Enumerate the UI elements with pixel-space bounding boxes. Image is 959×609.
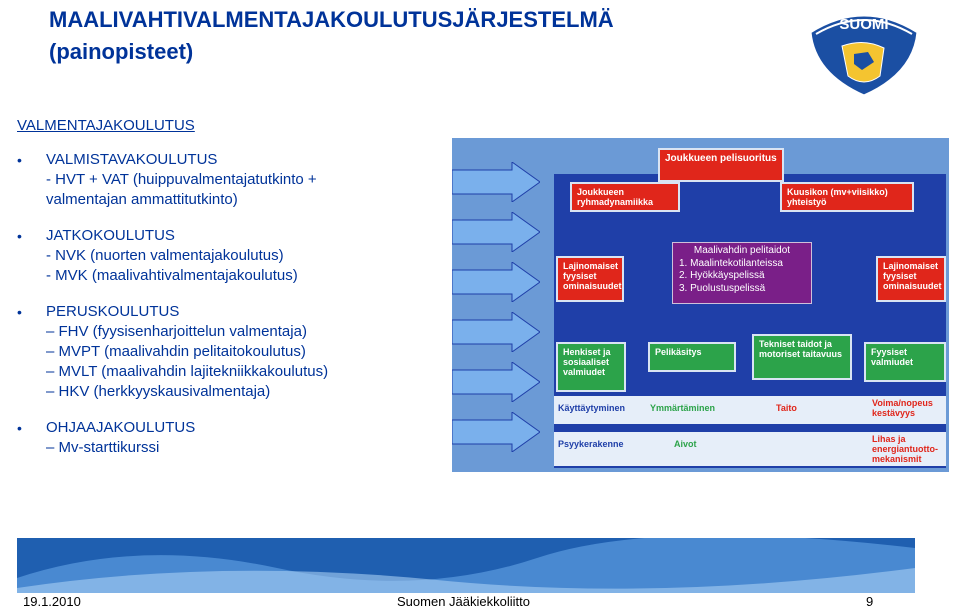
arrow-icon <box>452 212 540 252</box>
outline-group-perus: • PERUSKOULUTUS – FHV (fyysisenharjoitte… <box>17 302 457 402</box>
footer-banner <box>17 538 915 593</box>
arrow-icon <box>452 162 540 202</box>
footer-page-number: 9 <box>866 594 874 609</box>
box-lajinomaiset-right: Lajinomaiset fyysiset ominaisuudet <box>876 256 946 302</box>
box-ryhmadynamiikka: Joukkueen ryhmadynamiikka <box>570 182 680 212</box>
band-label: Lihas ja energiantuotto-mekanismit <box>872 434 938 464</box>
group-line: - NVK (nuorten valmentajakoulutus) <box>46 247 284 264</box>
group-line: MVPT (maalivahdin pelitaitokoulutus) <box>58 343 306 360</box>
bullet-icon: • <box>17 304 22 320</box>
band-label: Psyykerakenne <box>558 439 624 449</box>
box-joukkueen-pelisuoritus: Joukkueen pelisuoritus <box>658 148 784 182</box>
group-line: - MVK (maalivahtivalmentajakoulutus) <box>46 267 298 284</box>
coaching-outline: VALMENTAJAKOULUTUS • VALMISTAVAKOULUTUS … <box>17 116 457 474</box>
title-line-1: MAALIVAHTIVALMENTAJAKOULUTUSJÄRJESTELMÄ <box>49 7 614 32</box>
group-title: OHJAAJAKOULUTUS <box>46 419 196 436</box>
group-title: PERUSKOULUTUS <box>46 303 180 320</box>
bullet-icon: • <box>17 420 22 436</box>
box-lajinomaiset-left: Lajinomaiset fyysiset ominaisuudet <box>556 256 624 302</box>
bullet-icon: • <box>17 152 22 168</box>
group-line: - HVT + VAT (huippuvalmentajatutkinto + <box>46 171 317 188</box>
arrow-icon <box>452 362 540 402</box>
bullet-icon: • <box>17 228 22 244</box>
slide-title: MAALIVAHTIVALMENTAJAKOULUTUSJÄRJESTELMÄ … <box>49 4 749 68</box>
group-line: MVLT (maalivahdin lajitekniikkakoulutus) <box>58 363 329 380</box>
box-pelikasitys: Pelikäsitys <box>648 342 736 372</box>
band-label: Aivot <box>674 439 697 449</box>
group-line: valmentajan ammattitutkinto) <box>46 191 238 208</box>
wave-graphic <box>17 538 915 593</box>
arrow-icon <box>452 312 540 352</box>
skills-pyramid-diagram: Joukkueen pelisuoritus Joukkueen ryhmady… <box>452 138 949 472</box>
outline-group-ohjaaja: • OHJAAJAKOULUTUS – Mv-starttikurssi <box>17 418 457 458</box>
band-foundation: Psyykerakenne Aivot Lihas ja energiantuo… <box>554 432 946 466</box>
outline-group-valmistava: • VALMISTAVAKOULUTUS - HVT + VAT (huippu… <box>17 150 457 210</box>
title-line-2: (painopisteet) <box>49 39 194 64</box>
callout-item: 3. Puolustuspelissä <box>679 282 766 294</box>
footer-date: 19.1.2010 <box>23 594 81 609</box>
group-line: HKV (herkkyyskausivalmentaja) <box>58 383 271 400</box>
goalkeeper-skills-callout: Maalivahdin pelitaidot 1. Maalintekotila… <box>672 242 812 304</box>
group-line: FHV (fyysisenharjoittelun valmentaja) <box>58 323 307 340</box>
group-title: VALMISTAVAKOULUTUS <box>46 151 218 168</box>
callout-item: 1. Maalintekotilanteissa <box>679 257 783 269</box>
band-label: Ymmärtäminen <box>650 403 716 413</box>
box-tekniset-taidot: Tekniset taidot ja motoriset taitavuus <box>752 334 852 380</box>
box-henkiset: Henkiset ja sosiaaliset valmiudet <box>556 342 626 392</box>
callout-title: Maalivahdin pelitaidot <box>693 245 791 256</box>
callout-item: 2. Hyökkäyspelissä <box>679 270 765 281</box>
box-kuusikon-yhteistyo: Kuusikon (mv+viisikko) yhteistyö <box>780 182 914 212</box>
outline-group-jatko: • JATKOKOULUTUS - NVK (nuorten valmentaj… <box>17 226 457 286</box>
logo-text: SUOMI <box>839 16 888 33</box>
group-title: JATKOKOULUTUS <box>46 227 175 244</box>
band-label: Taito <box>776 403 797 413</box>
suomi-logo: SUOMI <box>808 13 920 98</box>
group-line: Mv-starttikurssi <box>58 439 160 456</box>
outline-heading: VALMENTAJAKOULUTUS <box>17 117 195 134</box>
arrow-icon <box>452 262 540 302</box>
band-label: Käyttäytyminen <box>558 403 626 413</box>
band-behaviour: Käyttäytyminen Ymmärtäminen Taito Voima/… <box>554 396 946 424</box>
box-fyysiset-valmiudet: Fyysiset valmiudet <box>864 342 946 382</box>
arrow-icon <box>452 412 540 452</box>
band-label: Voima/nopeus kestävyys <box>872 398 933 418</box>
footer-organization: Suomen Jääkiekkoliitto <box>397 594 530 609</box>
